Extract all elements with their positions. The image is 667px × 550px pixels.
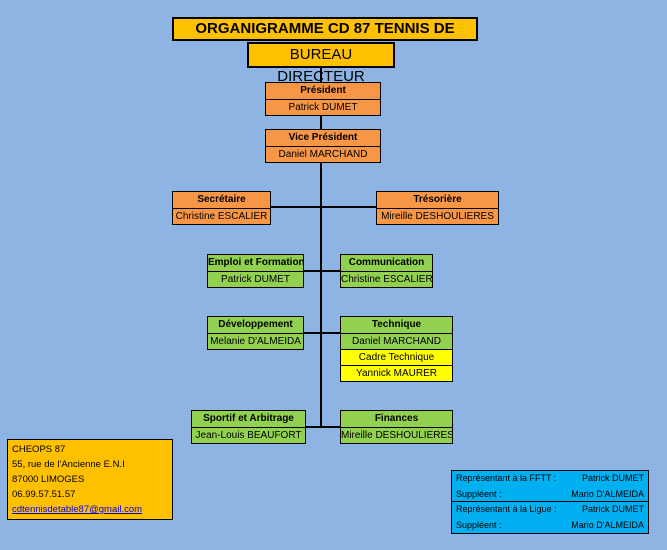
node-role: Finances <box>341 411 452 427</box>
connector-secretaire-tresoriere <box>270 206 377 208</box>
node-person: Melanie D'ALMEIDA <box>208 333 303 349</box>
chart-title: ORGANIGRAMME CD 87 TENNIS DE TABLE <box>172 17 478 57</box>
node-sportif-arbitrage: Sportif et Arbitrage Jean-Louis BEAUFORT <box>191 410 306 444</box>
node-role: Sportif et Arbitrage <box>192 411 305 427</box>
rep-value: Patrick DUMET <box>581 473 644 483</box>
connector-developpement-technique <box>303 332 341 334</box>
node-role: Emploi et Formation <box>208 255 303 271</box>
node-tresoriere: Trésorière Mireille DESHOULIERES <box>376 191 499 225</box>
node-person: Jean-Louis BEAUFORT <box>192 427 305 443</box>
representatives-box: Représentant à la FFTT : Patrick DUMET S… <box>451 470 649 534</box>
rep-row: Représentant à la Ligue : Patrick DUMET <box>452 502 648 518</box>
node-extra-label: Cadre Technique <box>341 349 452 365</box>
rep-label: Représentant à la FFTT : <box>456 473 557 483</box>
connector-president-vp <box>320 113 322 129</box>
node-vice-president: Vice Président Daniel MARCHAND <box>265 129 381 163</box>
contact-line: CHEOPS 87 <box>12 444 66 455</box>
node-role: Secrétaire <box>173 192 270 208</box>
rep-label: Suppléent : <box>456 488 502 499</box>
rep-label: Représentant à la Ligue : <box>456 504 557 514</box>
contact-phone: 06.99.57.51.57 <box>12 489 76 500</box>
node-extra-person: Yannick MAURER <box>341 365 452 381</box>
connector-emploi-communication <box>303 270 341 272</box>
connector-main-trunk <box>320 160 322 426</box>
node-role: Développement <box>208 317 303 333</box>
chart-subtitle: BUREAU DIRECTEUR <box>247 42 395 85</box>
node-role: Communication <box>341 255 432 271</box>
rep-row: Représentant à la FFTT : Patrick DUMET <box>452 471 648 487</box>
node-person: Patrick DUMET <box>208 271 303 287</box>
node-technique: Technique Daniel MARCHAND Cadre Techniqu… <box>340 316 453 382</box>
node-person: Mireille DESHOULIERES <box>377 208 498 224</box>
node-person: Mireille DESHOULIERES <box>341 427 452 443</box>
rep-row: Suppléent : Mario D'ALMEIDA <box>452 518 648 534</box>
contact-email-link[interactable]: cdtennisdetable87@gmail.com <box>12 504 143 515</box>
node-emploi-formation: Emploi et Formation Patrick DUMET <box>207 254 304 288</box>
node-secretaire: Secrétaire Christine ESCALIER <box>172 191 271 225</box>
node-communication: Communication Christine ESCALIER <box>340 254 433 288</box>
node-person: Patrick DUMET <box>266 99 380 115</box>
node-role: Président <box>266 83 380 99</box>
node-president: Président Patrick DUMET <box>265 82 381 116</box>
rep-value: Patrick DUMET <box>581 504 644 514</box>
node-role: Vice Président <box>266 130 380 146</box>
connector-top <box>320 68 322 84</box>
node-person: Christine ESCALIER <box>341 271 432 287</box>
contact-box: CHEOPS 87 55, rue de l'Ancienne E.N.I 87… <box>7 439 173 520</box>
node-role: Technique <box>341 317 452 333</box>
rep-label: Suppléent : <box>456 519 502 530</box>
rep-value: Mario D'ALMEIDA <box>571 519 644 530</box>
contact-line: 55, rue de l'Ancienne E.N.I <box>12 459 125 470</box>
node-finances: Finances Mireille DESHOULIERES <box>340 410 453 444</box>
node-developpement: Développement Melanie D'ALMEIDA <box>207 316 304 350</box>
contact-line: 87000 LIMOGES <box>12 474 85 485</box>
connector-sportif-finances <box>305 426 341 428</box>
node-person: Daniel MARCHAND <box>266 146 380 162</box>
rep-row: Suppléent : Mario D'ALMEIDA <box>452 487 648 502</box>
rep-value: Mario D'ALMEIDA <box>571 488 644 499</box>
node-person: Christine ESCALIER <box>173 208 270 224</box>
node-role: Trésorière <box>377 192 498 208</box>
node-person: Daniel MARCHAND <box>341 333 452 349</box>
